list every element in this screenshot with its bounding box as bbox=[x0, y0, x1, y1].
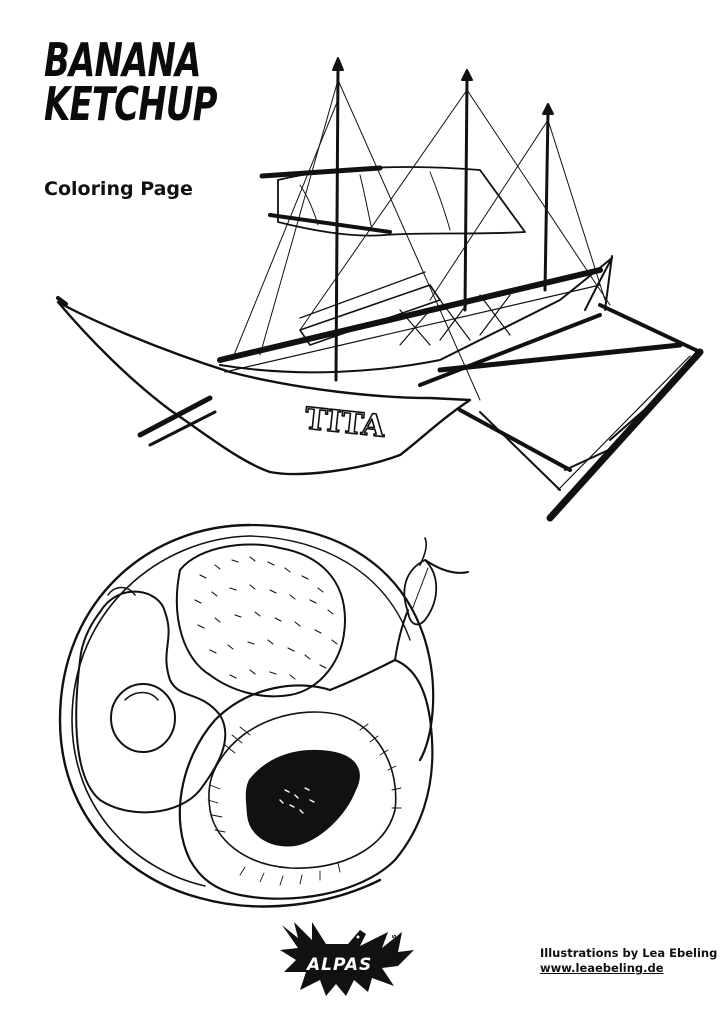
logo-subtext: PILIPINAS bbox=[392, 934, 398, 965]
plate-illustration bbox=[58, 523, 469, 908]
credits-url-link[interactable]: www.leaebeling.de bbox=[540, 961, 664, 975]
title-line-2: KETCHUP bbox=[44, 77, 217, 131]
title-line-1: BANANA bbox=[44, 33, 201, 87]
title: BANANA KETCHUP bbox=[44, 33, 255, 131]
logo-name: ALPAS bbox=[307, 955, 373, 975]
alpas-bird-logo bbox=[280, 922, 414, 996]
boat-name-label: TITA bbox=[303, 401, 387, 444]
subtitle: Coloring Page bbox=[44, 178, 193, 200]
credits: Illustrations by Lea Ebeling www.leaebel… bbox=[540, 946, 717, 976]
boat-illustration: TITA bbox=[56, 57, 704, 522]
credits-line: Illustrations by Lea Ebeling bbox=[540, 946, 718, 960]
